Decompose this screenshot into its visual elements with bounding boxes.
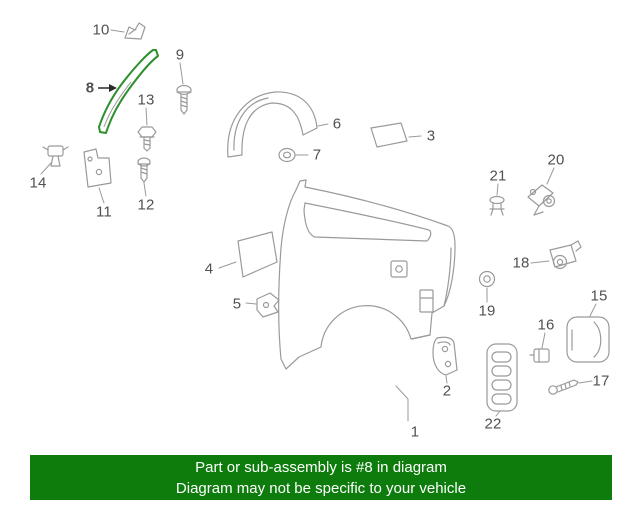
part-19-grommet [478,270,496,288]
part-22-side-vent [486,343,518,412]
part-1-quarter-panel [278,179,456,370]
part-17-screw [548,379,579,395]
part-16-clip [529,348,550,363]
part-10-clip [124,22,146,40]
part-9-screw [176,84,192,115]
part-4-protector-sheet [237,231,278,278]
part-18-lock-actuator [549,240,582,270]
part-8-pillar-molding [98,49,159,134]
part-6-wheel-house-liner [227,91,318,158]
part-11-bracket [83,148,112,188]
part-20-fuel-door-hinge [527,184,556,216]
banner-line1: Part or sub-assembly is #8 in diagram [195,458,447,476]
part-12-screw [137,157,151,183]
part-21-clip [489,195,505,216]
part-14-clip [42,145,69,167]
notice-banner: Part or sub-assembly is #8 in diagram Di… [30,455,612,500]
part-15-fuel-filler-door [566,316,610,363]
leader-lines [40,29,597,422]
banner-line2: Diagram may not be specific to your vehi… [175,479,467,497]
part-2-quarter-panel-bracket [432,336,458,376]
part-7-grommet [278,147,296,163]
label-8-arrow-icon [98,84,117,92]
part-5-bracket [256,292,280,318]
part-3-quarter-panel-pad [370,122,408,148]
part-13-bolt [137,126,157,152]
